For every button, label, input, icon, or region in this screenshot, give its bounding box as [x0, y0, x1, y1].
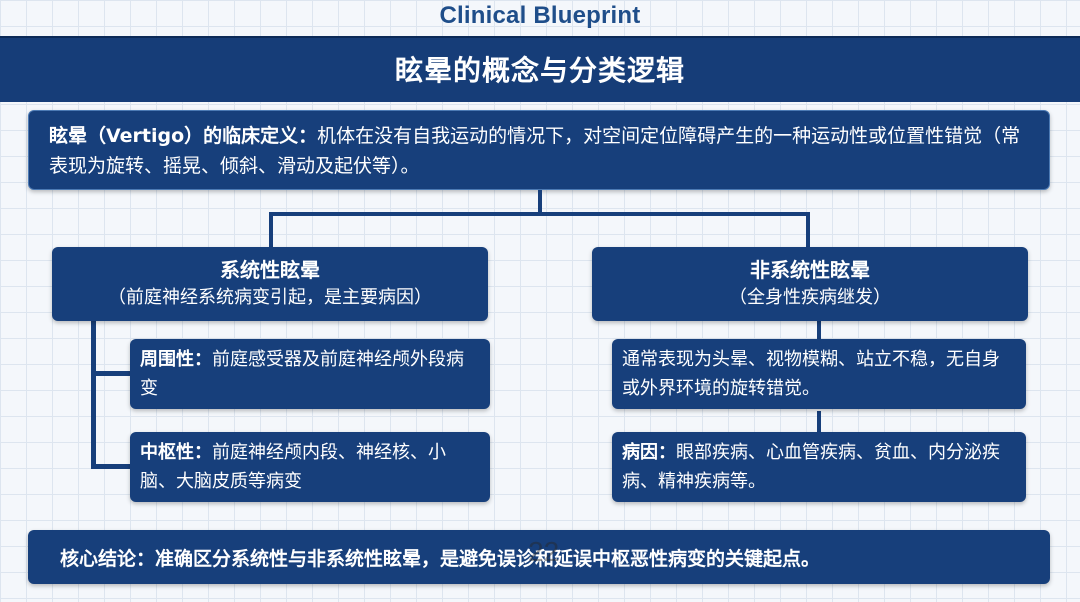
- conclusion-text: 核心结论：准确区分系统性与非系统性眩晕，是避免误诊和延误中枢恶性病变的关键起点。: [60, 547, 821, 570]
- manifestation-box: 通常表现为头晕、视物模糊、站立不稳，无自身或外界环境的旋转错觉。: [612, 339, 1026, 409]
- conclusion-box: 核心结论：准确区分系统性与非系统性眩晕，是避免误诊和延误中枢恶性病变的关键起点。: [28, 530, 1050, 584]
- cause-box: 病因：眼部疾病、心血管疾病、贫血、内分泌疾病、精神疾病等。: [612, 432, 1026, 502]
- connector-central-branch: [91, 464, 131, 469]
- cause-label: 病因：: [622, 442, 676, 463]
- peripheral-label: 周围性：: [140, 349, 212, 370]
- definition-text: 机体在没有自我运动的情况下，对空间定位障碍产生的一种运动性或位置性错觉（常表现为…: [49, 125, 1021, 177]
- cause-text: 眼部疾病、心血管疾病、贫血、内分泌疾病、精神疾病等。: [622, 442, 1000, 492]
- brand-title: Clinical Blueprint: [439, 2, 641, 29]
- connector-left-drop: [269, 212, 273, 247]
- central-text: 前庭神经颅内段、神经核、小脑、大脑皮质等病变: [140, 442, 446, 492]
- page-title: 眩晕的概念与分类逻辑: [0, 36, 1080, 100]
- systemic-title: 系统性眩晕: [220, 258, 320, 282]
- non-systemic-vertigo-box: 非系统性眩晕 （全身性疾病继发）: [592, 247, 1028, 321]
- systemic-vertigo-box: 系统性眩晕 （前庭神经系统病变引起，是主要病因）: [52, 247, 488, 321]
- page-number: 22: [528, 536, 560, 567]
- connector-right-spine: [817, 321, 821, 339]
- non-systemic-subtitle: （全身性疾病继发）: [729, 287, 891, 308]
- peripheral-text: 前庭感受器及前庭神经颅外段病变: [140, 349, 464, 399]
- central-box: 中枢性：前庭神经颅内段、神经核、小脑、大脑皮质等病变: [130, 432, 490, 502]
- central-label: 中枢性：: [140, 442, 212, 463]
- connector-right-drop: [806, 212, 810, 247]
- definition-label: 眩晕（Vertigo）的临床定义：: [49, 125, 318, 147]
- non-systemic-title: 非系统性眩晕: [750, 258, 870, 282]
- connector-left-spine: [91, 321, 96, 469]
- title-underline: [0, 99, 1080, 102]
- connector-horizontal: [269, 212, 810, 216]
- definition-box: 眩晕（Vertigo）的临床定义：机体在没有自我运动的情况下，对空间定位障碍产生…: [28, 110, 1050, 190]
- peripheral-box: 周围性：前庭感受器及前庭神经颅外段病变: [130, 339, 490, 409]
- connector-peripheral-branch: [91, 371, 131, 376]
- connector-trunk: [538, 190, 542, 214]
- connector-right-mid: [817, 411, 821, 432]
- systemic-subtitle: （前庭神经系统病变引起，是主要病因）: [108, 287, 432, 308]
- manifestation-text: 通常表现为头晕、视物模糊、站立不稳，无自身或外界环境的旋转错觉。: [622, 349, 1000, 399]
